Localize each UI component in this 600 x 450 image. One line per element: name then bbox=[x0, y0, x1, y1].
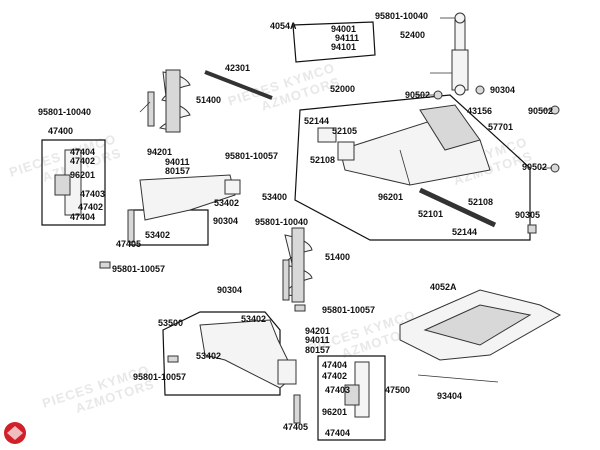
label: 90304 bbox=[213, 216, 238, 226]
label: 90502 bbox=[522, 162, 547, 172]
label: 90304 bbox=[490, 85, 515, 95]
label: 96201 bbox=[378, 192, 403, 202]
label: 47404 bbox=[70, 147, 95, 157]
label: 47404 bbox=[70, 212, 95, 222]
label: 47405 bbox=[116, 239, 141, 249]
label: 4052A bbox=[430, 282, 457, 292]
label: 80157 bbox=[305, 345, 330, 355]
label: 94011 bbox=[165, 157, 190, 167]
label: 95801-10057 bbox=[322, 305, 375, 315]
label: 52101 bbox=[418, 209, 443, 219]
rear-shock-absorber bbox=[451, 12, 469, 96]
label: 94001 bbox=[331, 24, 356, 34]
label: 57701 bbox=[488, 122, 513, 132]
label: 52108 bbox=[468, 197, 493, 207]
label: 90502 bbox=[405, 90, 430, 100]
steering-knuckle-bottom bbox=[344, 361, 370, 418]
label: 51400 bbox=[196, 95, 221, 105]
label: 80157 bbox=[165, 166, 190, 176]
label: 47403 bbox=[80, 189, 105, 199]
label: 95801-10040 bbox=[375, 11, 428, 21]
label: 47402 bbox=[70, 156, 95, 166]
label: 47403 bbox=[325, 385, 350, 395]
label: 47402 bbox=[322, 371, 347, 381]
steering-knuckle-top bbox=[54, 149, 82, 216]
label: 90304 bbox=[217, 285, 242, 295]
front-shock-upper bbox=[158, 69, 191, 133]
label: 90305 bbox=[515, 210, 540, 220]
label: 94111 bbox=[335, 33, 359, 43]
label: 52144 bbox=[452, 227, 477, 237]
skid-plate-4052A bbox=[399, 289, 562, 361]
label: 53400 bbox=[262, 192, 287, 202]
label: 47405 bbox=[283, 422, 308, 432]
label: 47500 bbox=[385, 385, 410, 395]
label: 94201 bbox=[305, 326, 330, 336]
small-fasteners bbox=[99, 85, 560, 424]
label: 52105 bbox=[332, 126, 357, 136]
leader-lines bbox=[139, 17, 552, 383]
lower-arm-frame bbox=[162, 311, 281, 396]
knuckle-top-frame bbox=[41, 139, 106, 226]
label: 53402 bbox=[196, 351, 221, 361]
knuckle-bottom-frame bbox=[317, 355, 386, 441]
pivot-shaft-52101 bbox=[418, 187, 497, 228]
label: 93404 bbox=[437, 391, 462, 401]
upper-control-arm bbox=[139, 174, 241, 221]
bolt-group-frame bbox=[292, 21, 376, 63]
label: 94101 bbox=[331, 42, 356, 52]
label: 53402 bbox=[241, 314, 266, 324]
swingarm-52000 bbox=[317, 104, 491, 186]
label: 52144 bbox=[304, 116, 329, 126]
lower-control-arm bbox=[199, 319, 297, 389]
label: 95801-10057 bbox=[112, 264, 165, 274]
label: 95801-10040 bbox=[255, 217, 308, 227]
label: 43156 bbox=[467, 106, 492, 116]
brand-logo bbox=[4, 422, 26, 444]
label: 95801-10040 bbox=[38, 107, 91, 117]
label: 53402 bbox=[145, 230, 170, 240]
label: 47404 bbox=[325, 428, 350, 438]
label: 42301 bbox=[225, 63, 250, 73]
label: 47402 bbox=[78, 202, 103, 212]
label: 51400 bbox=[325, 252, 350, 262]
long-bolt-42301 bbox=[204, 70, 273, 100]
label: 53402 bbox=[214, 198, 239, 208]
label: 94011 bbox=[305, 335, 330, 345]
label: 47400 bbox=[48, 126, 73, 136]
label: 96201 bbox=[322, 407, 347, 417]
label: 4054A bbox=[270, 21, 297, 31]
label: 95801-10057 bbox=[133, 372, 186, 382]
label: 90502 bbox=[528, 106, 553, 116]
label: 53500 bbox=[158, 318, 183, 328]
swingarm-group-frame bbox=[294, 94, 531, 241]
label: 47404 bbox=[322, 360, 347, 370]
label: 52108 bbox=[310, 155, 335, 165]
label: 94201 bbox=[147, 147, 172, 157]
label: 96201 bbox=[70, 170, 95, 180]
part-labels: 4054A 94001 94111 94101 95801-10040 5240… bbox=[38, 11, 553, 438]
label: 52400 bbox=[400, 30, 425, 40]
label: 95801-10057 bbox=[225, 151, 278, 161]
label: 52000 bbox=[330, 84, 355, 94]
